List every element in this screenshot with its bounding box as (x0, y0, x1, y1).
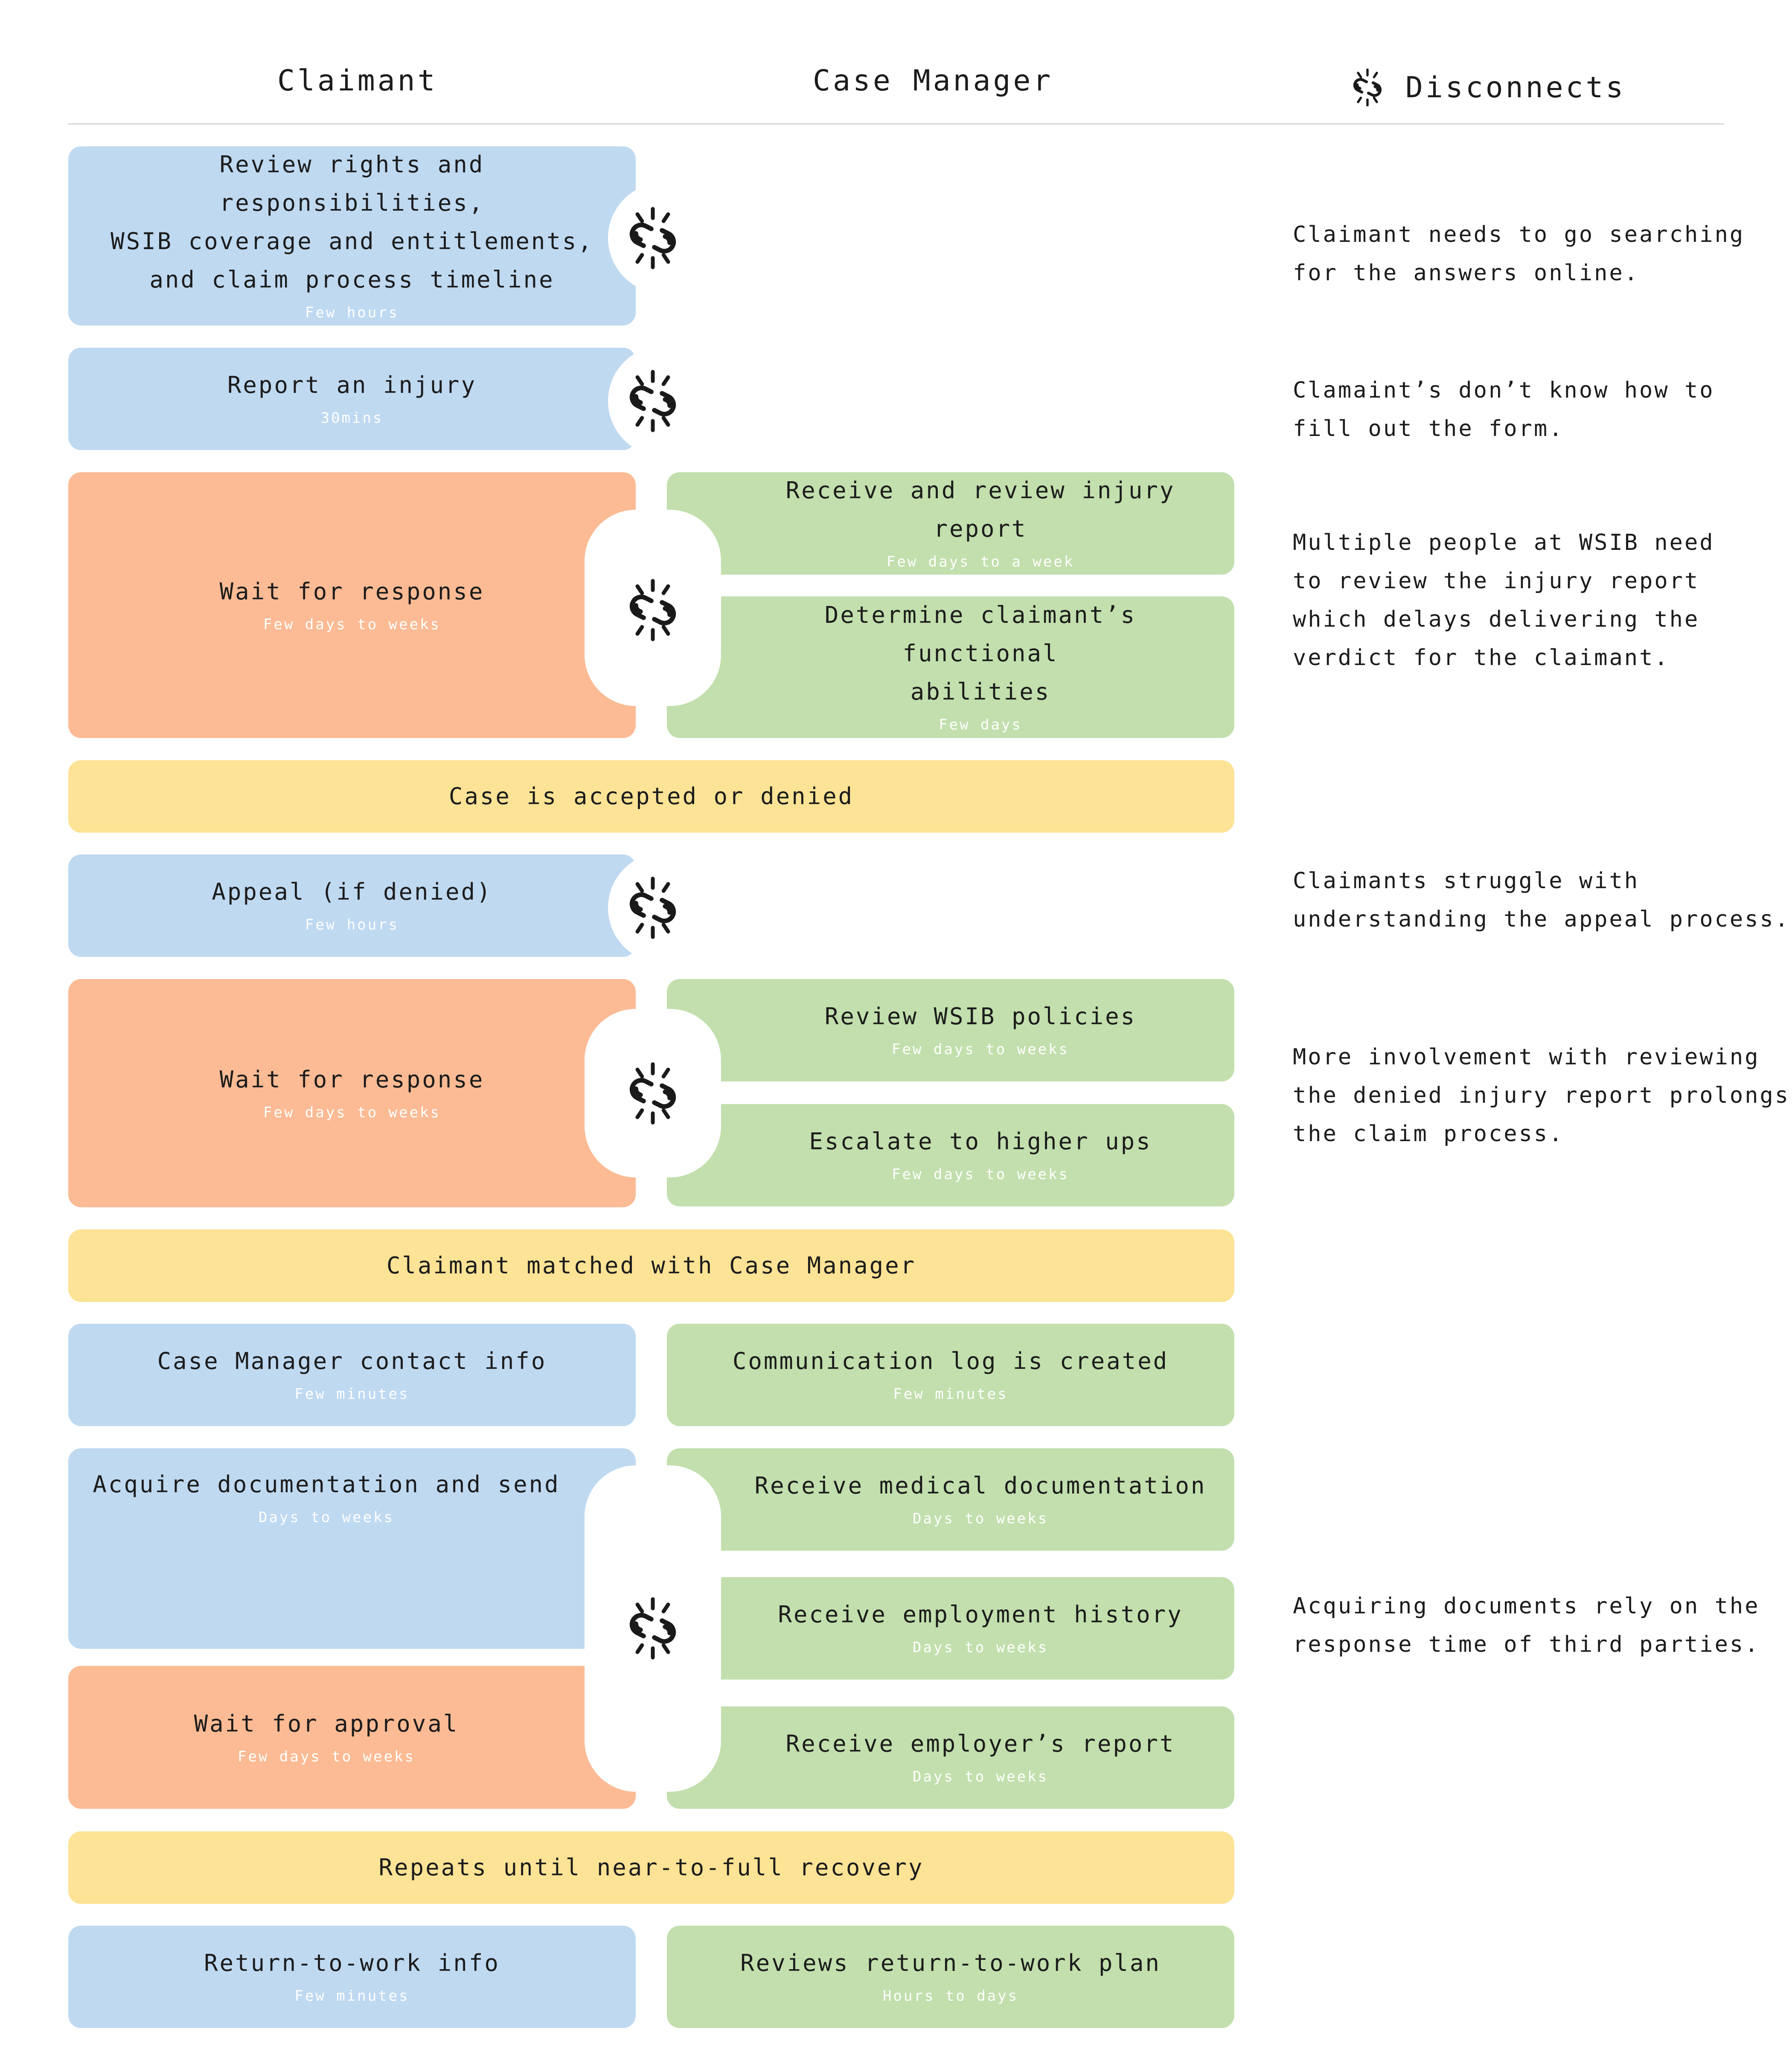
disconnect-gap (585, 510, 721, 706)
step-review-policies: Review WSIB policies Few days to weeks (667, 979, 1234, 1081)
broken-link-icon (614, 200, 691, 276)
disconnect-gap (585, 1009, 721, 1177)
step-cm-contact: Case Manager contact info Few minutes (68, 1324, 636, 1426)
step-receive-employment: Receive employment history Days to weeks (667, 1577, 1234, 1680)
step-review-rights: Review rights and responsibilities, WSIB… (68, 146, 636, 325)
header-divider (68, 123, 1724, 125)
step-wait-response-2: Wait for response Few days to weeks (68, 979, 636, 1207)
step-appeal: Appeal (if denied) Few hours (68, 854, 636, 957)
step-receive-review-report: Receive and review injury report Few day… (667, 472, 1234, 575)
broken-link-icon (614, 1590, 691, 1667)
broken-link-icon (614, 363, 691, 439)
step-receive-medical: Receive medical documentation Days to we… (667, 1448, 1234, 1551)
milestone-repeats: Repeats until near-to-full recovery (68, 1831, 1234, 1904)
step-determine-abilities: Determine claimant’s functional abilitie… (667, 596, 1234, 738)
step-receive-employer: Receive employer’s report Days to weeks (667, 1706, 1234, 1809)
step-escalate: Escalate to higher ups Few days to weeks (667, 1104, 1234, 1206)
broken-link-icon (1344, 64, 1391, 111)
header-claimant: Claimant (277, 64, 438, 98)
disconnect-gap (585, 1465, 721, 1792)
broken-link-icon (614, 572, 691, 648)
step-wait-approval: Wait for approval Few days to weeks (68, 1666, 636, 1809)
step-rtw-plan: Reviews return-to-work plan Hours to day… (667, 1926, 1234, 2028)
broken-link-icon (614, 869, 691, 946)
milestone-matched: Claimant matched with Case Manager (68, 1229, 1234, 1302)
header-case-manager: Case Manager (813, 64, 1053, 98)
step-acquire-docs: Acquire documentation and send Days to w… (68, 1448, 636, 1649)
step-comm-log: Communication log is created Few minutes (667, 1324, 1234, 1426)
broken-link-icon (614, 1055, 691, 1132)
milestone-case-accepted: Case is accepted or denied (68, 760, 1234, 833)
step-report-injury: Report an injury 30mins (68, 348, 636, 450)
step-wait-response-1: Wait for response Few days to weeks (68, 472, 636, 738)
header-disconnects: Disconnects (1344, 64, 1626, 111)
step-rtw-info: Return-to-work info Few minutes (68, 1926, 636, 2028)
